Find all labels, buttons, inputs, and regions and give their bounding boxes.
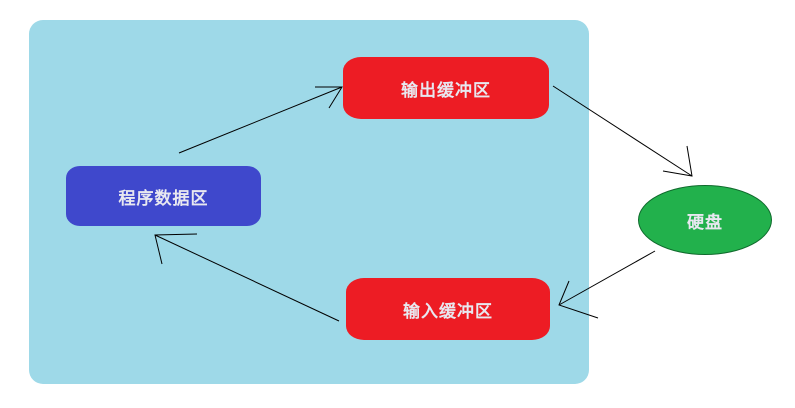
input-buffer-node: 输入缓冲区 (346, 278, 550, 340)
disk-node: 硬盘 (638, 185, 772, 255)
arrowhead-program-to-output (315, 86, 343, 109)
arrow-disk-to-input (558, 250, 656, 306)
arrow-input-to-program (154, 234, 340, 322)
arrowhead-input-to-program (154, 233, 198, 265)
output-buffer-label: 输出缓冲区 (401, 80, 491, 101)
arrowhead-disk-to-input (558, 280, 599, 319)
disk-label: 硬盘 (687, 212, 723, 233)
program-data-label: 程序数据区 (118, 188, 209, 209)
arrowhead-output-to-disk (662, 145, 693, 177)
program-data-node: 程序数据区 (66, 166, 261, 226)
arrow-output-to-disk (552, 85, 693, 177)
arrow-program-to-output (178, 86, 343, 154)
output-buffer-node: 输出缓冲区 (343, 57, 549, 119)
input-buffer-label: 输入缓冲区 (403, 301, 493, 322)
